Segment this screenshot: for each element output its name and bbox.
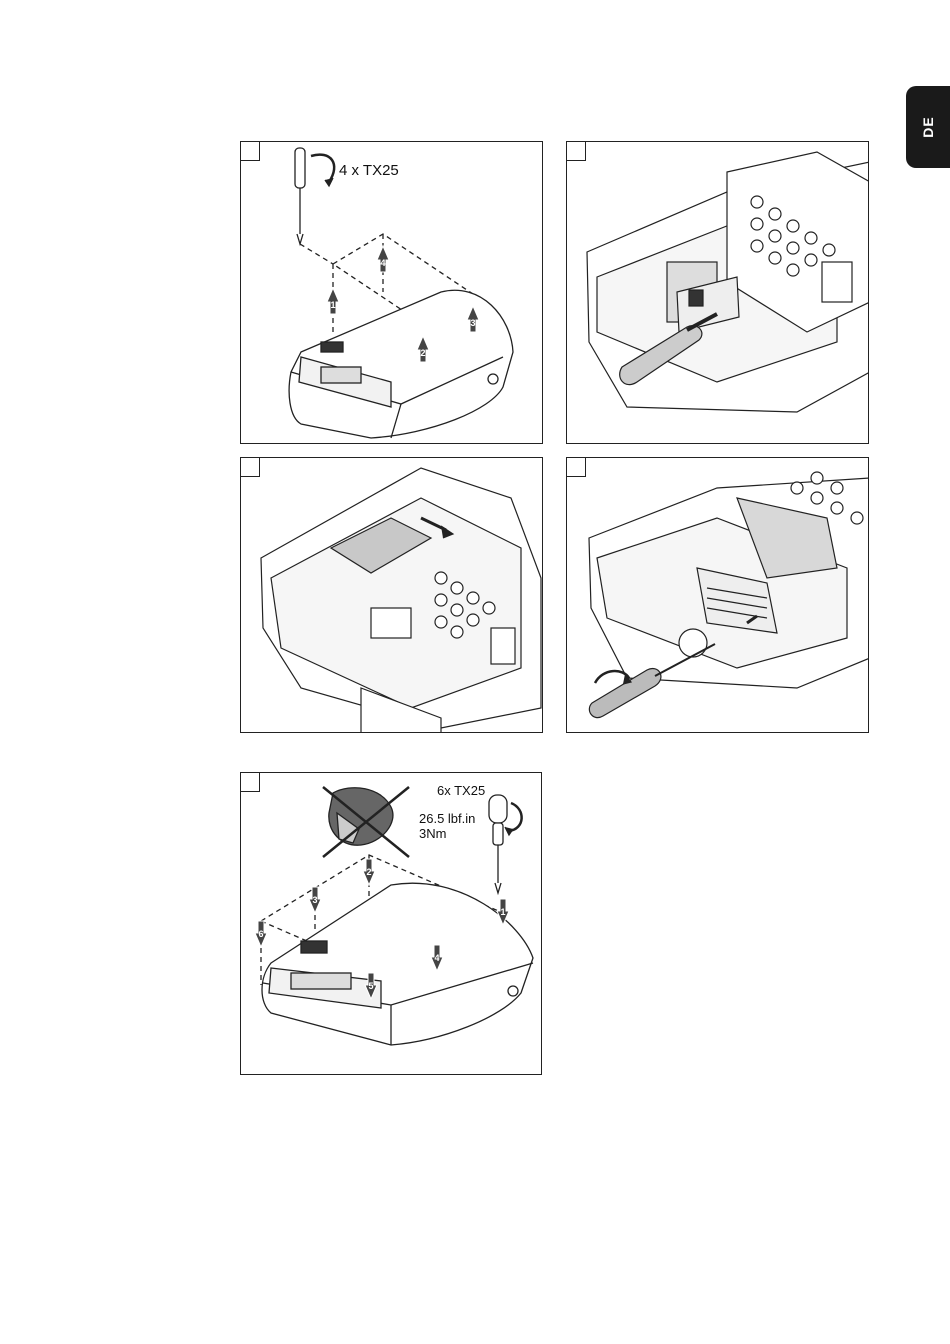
arrow-number: 5 [368,981,373,991]
step-checkbox-5 [240,772,260,792]
arrow-number: 2 [420,348,425,358]
language-tab[interactable]: DE [906,86,950,168]
card-insert-illustration [241,458,543,733]
arrow-number: 6 [258,929,263,939]
step-checkbox-4 [566,457,586,477]
card-screw-illustration [567,458,869,733]
cover-installation-illustration: 1 2 3 4 5 6 [241,773,542,1075]
step-checkbox-2 [566,141,586,161]
step-checkbox-3 [240,457,260,477]
arrow-number: 1 [330,300,335,310]
arrow-number: 3 [470,318,475,328]
arrow-number: 4 [380,258,385,268]
cover-removal-illustration: 1 2 3 4 [241,142,543,444]
step-panel-4 [566,457,869,733]
arrow-number: 2 [366,867,371,877]
step-panel-2 [566,141,869,444]
tool-label: 4 x TX25 [339,162,399,179]
step-panel-1: 4 x TX25 [240,141,543,444]
tool-label: 6x TX25 [437,783,485,798]
torque-imperial-label: 26.5 lbf.in [419,811,475,826]
torque-metric-label: 3Nm [419,826,446,841]
step-panel-5: 6x TX25 26.5 lbf.in 3Nm [240,772,542,1075]
arrow-number: 3 [312,895,317,905]
arrow-number: 4 [434,953,439,963]
board-release-illustration [567,142,869,444]
arrow-number: 1 [500,907,505,917]
step-panel-3 [240,457,543,733]
language-tab-label: DE [920,116,936,137]
step-checkbox-1 [240,141,260,161]
